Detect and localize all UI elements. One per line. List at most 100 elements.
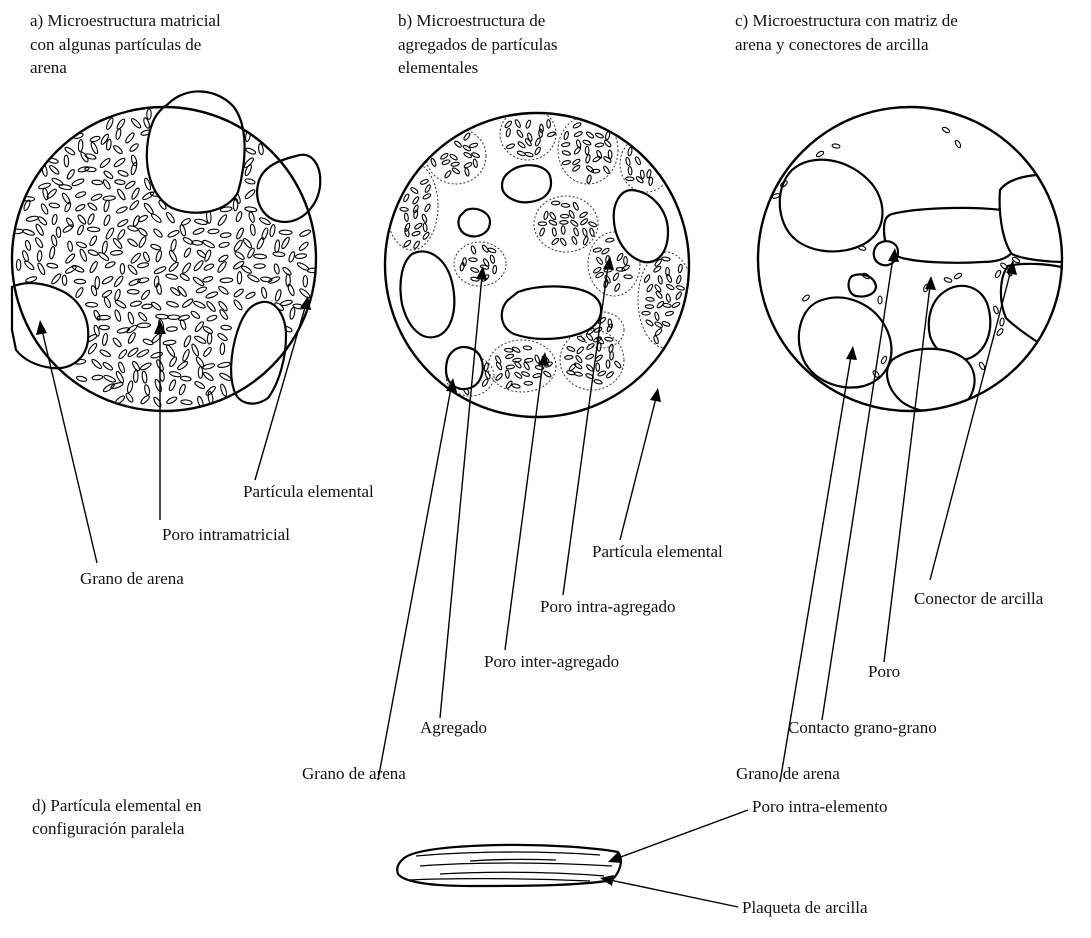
elemental-particle (49, 246, 56, 259)
elemental-particle (234, 251, 245, 261)
elemental-particle (90, 135, 101, 142)
arrow-b-agregado (440, 266, 487, 718)
elemental-particle (832, 143, 841, 148)
elemental-particle (77, 214, 87, 225)
elemental-particle (645, 319, 654, 327)
elemental-particle (678, 264, 683, 273)
elemental-particle (516, 129, 524, 138)
elemental-particle (504, 348, 513, 352)
elemental-particle (525, 152, 534, 158)
elemental-particle (423, 223, 428, 232)
elemental-particle (248, 211, 255, 223)
elemental-particle (71, 264, 84, 273)
elemental-particle (566, 346, 575, 353)
elemental-particle (298, 241, 309, 252)
elemental-particle (138, 236, 147, 248)
elemental-particle (614, 283, 621, 292)
elemental-particle (490, 255, 496, 264)
elemental-particle (144, 384, 151, 395)
elemental-particle (451, 162, 460, 167)
elemental-particle (999, 318, 1004, 327)
elemental-particle (99, 325, 109, 330)
elemental-particle (202, 371, 214, 382)
elemental-particle (140, 362, 152, 371)
elemental-particle (168, 261, 180, 273)
elemental-particle (217, 261, 228, 274)
elemental-particle (21, 250, 29, 262)
elemental-particle (233, 239, 244, 252)
elemental-particle (514, 360, 522, 369)
elemental-particle (473, 159, 478, 168)
elemental-particle (168, 356, 177, 368)
elemental-particle (102, 179, 111, 190)
elemental-particle (218, 254, 229, 263)
elemental-particle (441, 159, 450, 166)
elemental-particle (218, 285, 230, 295)
elemental-particle (586, 364, 595, 372)
elemental-particle (802, 294, 811, 302)
elemental-particle (411, 231, 420, 237)
elemental-particle (74, 279, 86, 284)
elemental-particle (561, 226, 565, 235)
elemental-particle (574, 362, 583, 370)
panel-a-sand-grain-4 (231, 302, 286, 404)
elemental-particle (202, 346, 212, 357)
label-a-grano-de-arena: Grano de arena (80, 569, 184, 588)
elemental-particle (414, 222, 423, 230)
elemental-particle (183, 335, 192, 348)
label-c-grano-de-arena: Grano de arena (736, 764, 840, 783)
elemental-particle (625, 177, 634, 181)
elemental-particle (233, 299, 244, 311)
elemental-particle (127, 289, 139, 294)
elemental-particle (127, 264, 138, 276)
elemental-particle (168, 379, 177, 391)
elemental-particle (219, 372, 232, 382)
elemental-particle (203, 263, 214, 272)
label-a-poro-intramatricial: Poro intramatricial (162, 525, 290, 544)
panel-c-title-line-1: c) Microestructura con matriz de (735, 11, 958, 30)
elemental-particle (534, 355, 540, 364)
elemental-particle (220, 278, 233, 283)
elemental-particle (202, 239, 216, 249)
elemental-particle (91, 358, 103, 370)
elemental-particle (280, 299, 293, 306)
elemental-particle (169, 371, 181, 378)
elemental-particle (303, 276, 307, 287)
elemental-particle (564, 355, 573, 359)
elemental-particle (444, 170, 452, 179)
elemental-particle (424, 184, 431, 193)
elemental-particle (514, 119, 521, 128)
arrow-d-poro (608, 810, 748, 863)
elemental-particle (606, 371, 615, 379)
elemental-particle (421, 214, 427, 223)
elemental-particle (512, 346, 521, 353)
elemental-particle (258, 144, 264, 155)
elemental-particle (1000, 262, 1009, 270)
elemental-particle (132, 215, 140, 227)
elemental-particle (944, 277, 953, 283)
elemental-particle (150, 301, 162, 311)
elemental-particle (592, 155, 601, 162)
label-b-poro-inter-agregado: Poro inter-agregado (484, 652, 619, 671)
elemental-particle (666, 294, 671, 303)
elemental-particle (23, 260, 35, 271)
elemental-particle (101, 275, 114, 285)
label-c-conector-de-arcilla: Conector de arcilla (914, 589, 1044, 608)
elemental-particle (299, 229, 311, 238)
elemental-particle (616, 253, 624, 262)
elemental-particle (50, 273, 62, 285)
panel-a-title-line-2: con algunas partículas de (30, 35, 201, 54)
label-b-grano-de-arena: Grano de arena (302, 764, 406, 783)
arrow-b-particula (620, 388, 661, 540)
elemental-particle (140, 289, 151, 301)
elemental-particle (657, 275, 663, 284)
elemental-particle (422, 231, 430, 240)
elemental-particle (92, 375, 103, 381)
elemental-particle (573, 146, 581, 155)
elemental-particle (117, 169, 128, 177)
panel-d-title: d) Partícula elemental en configuración … (32, 796, 202, 838)
elemental-particle (585, 154, 591, 163)
elemental-particle (78, 140, 83, 152)
elemental-particle (90, 193, 102, 202)
elemental-particle (179, 224, 187, 236)
